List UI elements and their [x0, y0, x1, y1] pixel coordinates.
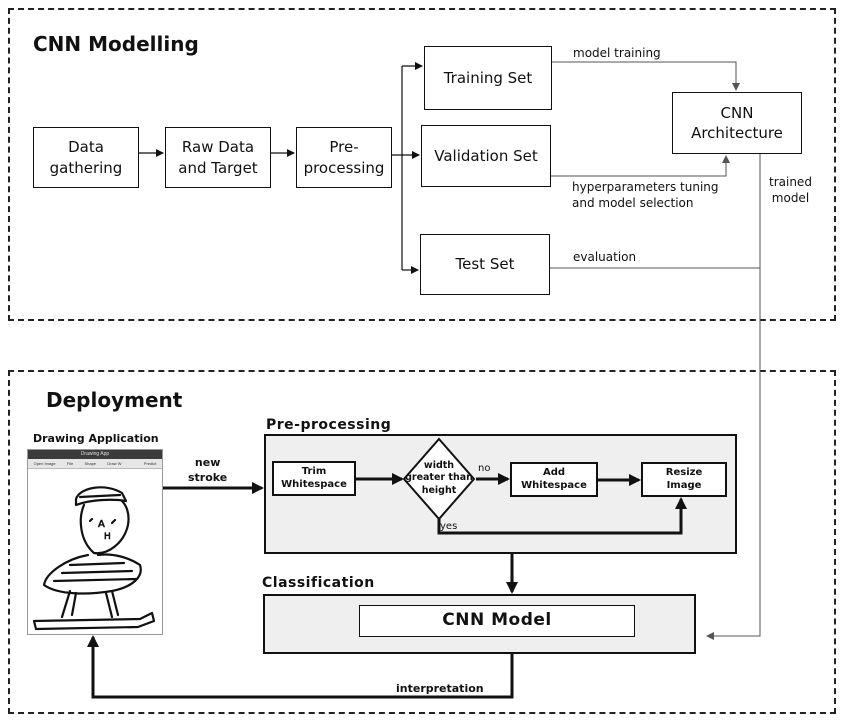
validation-set-box: Validation Set — [421, 125, 551, 187]
drawing-app-title: Drawing Application — [33, 432, 159, 445]
hyperparameters-arrow — [551, 155, 730, 177]
drawing-app-menu: Open Image File Shape Draw W Predict — [28, 459, 162, 469]
cnn-model-box: CNN Model — [359, 605, 635, 637]
model-training-label: model training — [573, 46, 661, 60]
trained-model-line — [706, 154, 761, 640]
hyperparameters-label: hyperparameters tuning and model selecti… — [572, 180, 719, 211]
cnn-modelling-section — [8, 8, 836, 321]
no-label: no — [478, 463, 491, 474]
interpretation-arrow — [87, 635, 514, 699]
training-set-box: Training Set — [424, 46, 552, 110]
preprocessing-box: Pre- processing — [296, 127, 392, 188]
deployment-section — [8, 370, 836, 714]
menu-item[interactable]: Shape — [84, 461, 97, 466]
trained-model-label: trained model — [769, 175, 812, 206]
preprocessing-panel-title: Pre-processing — [266, 417, 392, 433]
evaluation-label: evaluation — [573, 250, 637, 264]
svg-text:A: A — [98, 519, 105, 530]
decision-label: width greater than height — [405, 460, 473, 496]
classification-panel-title: Classification — [262, 575, 375, 591]
yes-path-arrow — [437, 497, 687, 535]
interpretation-label: interpretation — [396, 682, 484, 695]
drawing-canvas[interactable]: A H — [28, 469, 162, 635]
new-stroke-label: new stroke — [188, 456, 228, 484]
resize-image-box: Resize Image — [641, 462, 727, 497]
yes-label: yes — [440, 521, 458, 532]
cnn-architecture-box: CNN Architecture — [672, 92, 802, 154]
svg-text:H: H — [104, 532, 111, 542]
data-gathering-box: Data gathering — [33, 127, 139, 188]
add-whitespace-box: Add Whitespace — [510, 462, 598, 497]
trim-whitespace-box: Trim Whitespace — [272, 461, 356, 496]
deployment-title: Deployment — [46, 388, 183, 412]
drawing-app-window: Drawing App Open Image File Shape Draw W… — [27, 449, 163, 635]
raw-data-box: Raw Data and Target — [165, 127, 271, 188]
menu-item[interactable]: Draw W — [107, 461, 122, 466]
menu-item[interactable]: Predict — [143, 461, 157, 466]
drawing-app-titlebar: Drawing App — [28, 450, 162, 459]
test-set-box: Test Set — [420, 234, 550, 295]
menu-item[interactable]: Open Image — [33, 461, 56, 466]
model-training-arrow — [552, 61, 740, 91]
cnn-modelling-title: CNN Modelling — [33, 32, 199, 56]
menu-item[interactable]: File — [66, 461, 74, 466]
